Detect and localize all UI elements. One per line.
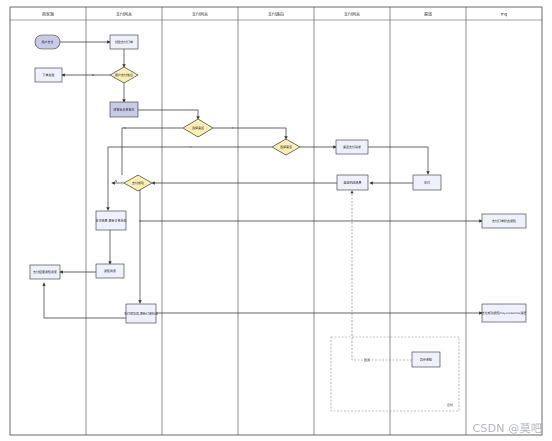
node-update-status-label: 支付结果,更新订单状态 [96,218,127,223]
edge-label-ok: Y [232,126,234,130]
watermark: CSDN @莫吧 [472,422,542,435]
node-mq-msg2-label: 支付成功通知mq,consumer消费 [482,310,527,315]
node-callback-box[interactable]: 异步通知 [411,351,441,368]
node-update-status[interactable]: 支付结果,更新订单状态 [96,210,127,231]
edge-route-fail [121,127,183,175]
node-notify-merchant-label: 通知商家 [104,268,116,273]
node-notify-merchant[interactable]: 通知商家 [95,263,125,279]
callback-edges [350,190,412,361]
async-group-box [330,336,460,412]
node-merchant-result-label: 支付结果通知商家 [33,269,57,274]
node-fail-note-label: 下单失败 [42,72,54,77]
node-fail-note[interactable]: 下单失败 [34,67,63,83]
edge-callback [350,190,412,361]
node-async-update[interactable]: 支付成功后,更新订单状态 [124,303,158,324]
lane-title-6: 渠道 [424,11,432,17]
node-create-order[interactable]: 创建支付订单 [109,34,139,50]
edge-select-fail [106,146,272,211]
node-create-order-label: 创建支付订单 [115,39,133,44]
node-channel-label: 支付 [424,180,430,185]
node-channel[interactable]: 支付 [412,174,442,191]
flow-edges [42,40,483,319]
edge-channelreq-channel [368,146,430,175]
node-mq-msg1-label: 支付订单状态通知 [492,218,516,223]
lane-title-5: 支付网关 [344,11,360,17]
node-merchant-result[interactable]: 支付结果通知商家 [29,264,61,280]
node-route-check[interactable]: 选择渠道 [182,118,214,138]
node-async-update-label: 支付成功后,更新订单状态 [124,311,158,316]
node-pay-result[interactable]: 支付成功 [123,174,153,192]
node-channel-req[interactable]: 渠道支付请求 [335,139,369,155]
edge-label-callback: 回调 [364,357,370,362]
node-channel-return-label: 渠道响应结果 [343,180,361,185]
node-check-label: 用户支付信息 [115,72,133,77]
node-start[interactable]: 用户支付 [34,34,61,50]
edge-label-fail: N [92,73,94,77]
node-callback-box-label: 异步通知 [420,357,432,362]
node-pay-result-label: 支付成功 [132,180,144,185]
lane-title-4: 支付路由 [268,11,284,17]
edge-label-route-y: Y [190,145,192,149]
node-route-check-label: 选择渠道 [192,125,204,130]
node-channel-return[interactable]: 渠道响应结果 [336,174,369,191]
lane-title-7: mq [501,12,508,17]
node-check[interactable]: 用户支付信息 [109,66,139,84]
edge-route-select [213,127,288,140]
edge-label-route-n: N [124,126,126,130]
node-channel-req-label: 渠道支付请求 [343,144,361,149]
lane-title-1: 商家端 [42,11,54,17]
edge-async-merchant [42,282,126,319]
node-pay-form-label: 收银台表单提交 [113,107,134,112]
lane-title-3: 支付网关 [192,11,208,17]
lane-title-2: 支付网关 [116,11,132,17]
node-route-select-label: 选择渠道 [280,144,292,149]
group-label-timer: 定时 [447,402,453,407]
node-mq-msg1[interactable]: 支付订单状态通知 [481,213,527,229]
node-pay-form[interactable]: 收银台表单提交 [109,101,139,118]
node-mq-msg2[interactable]: 支付成功通知mq,consumer消费 [482,303,527,323]
node-route-select[interactable]: 选择渠道 [271,138,301,156]
edge-label-result-n: N [115,179,117,183]
node-start-label: 用户支付 [41,39,53,44]
edge-payform-route [138,109,200,120]
